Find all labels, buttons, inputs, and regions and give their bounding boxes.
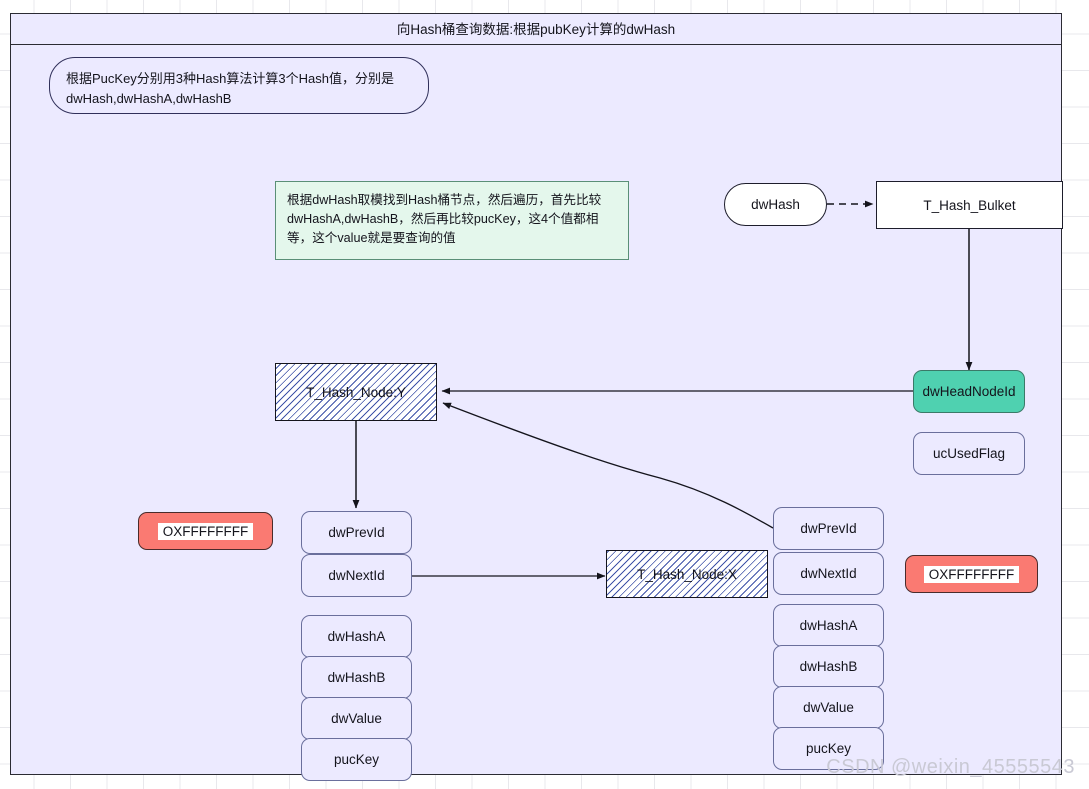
- left-field-dwhasha-label: dwHashA: [327, 629, 386, 644]
- left-field-dwvalue[interactable]: dwValue: [301, 697, 412, 740]
- node-dwhash[interactable]: dwHash: [724, 183, 827, 226]
- right-field-dwnextid[interactable]: dwNextId: [773, 552, 884, 595]
- node-hash-node-x-label: T_Hash_Node:X: [637, 566, 737, 582]
- right-sentinel-value-label: OXFFFFFFFF: [923, 565, 1020, 583]
- left-field-dwvalue-label: dwValue: [331, 711, 382, 726]
- frame-title: 向Hash桶查询数据:根据pubKey计算的dwHash: [11, 14, 1061, 45]
- right-field-dwvalue[interactable]: dwValue: [773, 686, 884, 729]
- note-lookup-procedure: 根据dwHash取模找到Hash桶节点，然后遍历，首先比较dwHashA,dwH…: [275, 181, 629, 260]
- right-field-dwhashb[interactable]: dwHashB: [773, 645, 884, 688]
- right-field-puckey[interactable]: pucKey: [773, 727, 884, 770]
- node-dwhash-label: dwHash: [751, 197, 800, 212]
- right-field-puckey-label: pucKey: [805, 741, 852, 756]
- note-lookup-procedure-text: 根据dwHash取模找到Hash桶节点，然后遍历，首先比较dwHashA,dwH…: [287, 193, 602, 246]
- left-field-puckey[interactable]: pucKey: [301, 738, 412, 781]
- left-sentinel-value[interactable]: OXFFFFFFFF: [138, 512, 273, 550]
- left-field-dwhashb[interactable]: dwHashB: [301, 656, 412, 699]
- left-field-dwnextid[interactable]: dwNextId: [301, 554, 412, 597]
- node-hash-node-y[interactable]: T_Hash_Node:Y: [275, 363, 437, 421]
- right-sentinel-value[interactable]: OXFFFFFFFF: [905, 555, 1038, 593]
- node-dwheadnodeid[interactable]: dwHeadNodeId: [913, 370, 1025, 413]
- note-hash-algorithms-text: 根据PucKey分别用3种Hash算法计算3个Hash值，分别是dwHash,d…: [66, 71, 394, 107]
- node-hash-node-y-label: T_Hash_Node:Y: [306, 384, 406, 400]
- right-field-dwprevid-label: dwPrevId: [800, 521, 857, 536]
- right-field-dwvalue-label: dwValue: [803, 700, 854, 715]
- left-field-dwhashb-label: dwHashB: [327, 670, 386, 685]
- right-field-dwhasha-label: dwHashA: [799, 618, 858, 633]
- right-field-dwnextid-label: dwNextId: [800, 566, 857, 581]
- left-field-puckey-label: pucKey: [333, 752, 380, 767]
- node-ucusedflag-label: ucUsedFlag: [932, 446, 1006, 461]
- node-ucusedflag[interactable]: ucUsedFlag: [913, 432, 1025, 475]
- left-field-dwhasha[interactable]: dwHashA: [301, 615, 412, 658]
- node-hash-bulket[interactable]: T_Hash_Bulket: [876, 181, 1063, 229]
- left-field-dwprevid[interactable]: dwPrevId: [301, 511, 412, 554]
- csdn-watermark: CSDN @weixin_45555543: [826, 756, 1075, 778]
- right-field-dwprevid[interactable]: dwPrevId: [773, 507, 884, 550]
- left-field-dwprevid-label: dwPrevId: [328, 525, 385, 540]
- node-hash-node-x[interactable]: T_Hash_Node:X: [606, 550, 768, 598]
- right-field-dwhashb-label: dwHashB: [799, 659, 858, 674]
- diagram-frame: 向Hash桶查询数据:根据pubKey计算的dwHash: [10, 13, 1062, 775]
- node-hash-bulket-label: T_Hash_Bulket: [923, 197, 1016, 213]
- node-dwheadnodeid-label: dwHeadNodeId: [922, 384, 1016, 399]
- left-sentinel-value-label: OXFFFFFFFF: [157, 522, 254, 540]
- left-field-dwnextid-label: dwNextId: [328, 568, 385, 583]
- note-hash-algorithms: 根据PucKey分别用3种Hash算法计算3个Hash值，分别是dwHash,d…: [49, 57, 429, 114]
- right-field-dwhasha[interactable]: dwHashA: [773, 604, 884, 647]
